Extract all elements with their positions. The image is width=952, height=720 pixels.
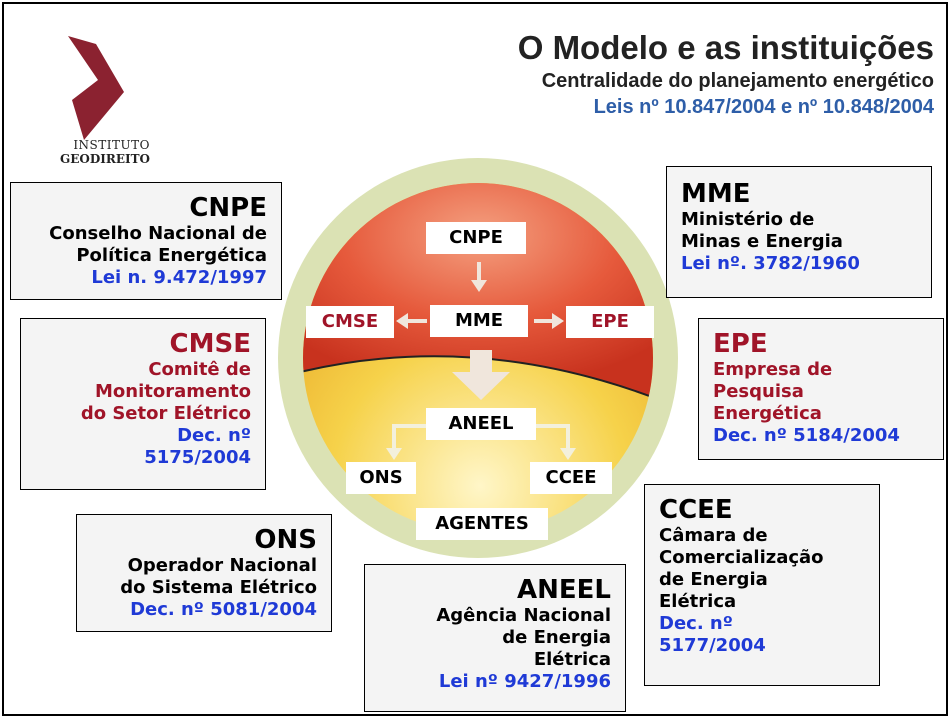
box-mme-line2: Minas e Energia <box>681 231 843 252</box>
box-epe-law: Dec. nº 5184/2004 <box>713 425 900 446</box>
node-cmse: CMSE <box>306 306 394 338</box>
box-ccee-acronym: CCEE <box>659 495 733 525</box>
box-cmse-line1: Comitê de <box>148 359 251 380</box>
node-aneel: ANEEL <box>426 408 536 440</box>
box-cmse-line2: Monitoramento <box>94 381 251 402</box>
box-epe-line2: Pesquisa <box>713 381 804 402</box>
box-aneel: ANEEL Agência Nacional de Energia Elétri… <box>364 564 626 712</box>
box-ons-acronym: ONS <box>254 525 317 555</box>
box-aneel-acronym: ANEEL <box>517 575 611 605</box>
box-mme: MME Ministério de Minas e Energia Lei nº… <box>666 166 932 298</box>
box-ccee-law2: 5177/2004 <box>659 635 766 656</box>
box-mme-line1: Ministério de <box>681 209 815 230</box>
box-epe-line3: Energética <box>713 403 822 424</box>
node-cnpe: CNPE <box>426 222 526 254</box>
box-ons: ONS Operador Nacional do Sistema Elétric… <box>76 514 332 632</box>
box-ccee-law1: Dec. nº <box>659 613 733 634</box>
box-cnpe-law: Lei n. 9.472/1997 <box>91 267 267 288</box>
box-ons-line1: Operador Nacional <box>127 555 317 576</box>
box-cmse-law1: Dec. nº <box>177 425 251 446</box>
box-ccee-line3: de Energia <box>659 569 768 590</box>
title-block: O Modelo e as instituições Centralidade … <box>518 28 934 120</box>
node-mme: MME <box>430 305 528 337</box>
box-epe-acronym: EPE <box>713 329 768 359</box>
box-ccee: CCEE Câmara de Comercialização de Energi… <box>644 484 880 686</box>
logo-text: INSTITUTO GEODIREITO <box>60 138 150 166</box>
box-mme-acronym: MME <box>681 179 751 209</box>
box-cmse-law2: 5175/2004 <box>144 447 251 468</box>
box-aneel-law: Lei nº 9427/1996 <box>438 671 611 692</box>
box-cnpe-line1: Conselho Nacional de <box>49 223 267 244</box>
box-aneel-line2: de Energia <box>502 627 611 648</box>
box-ccee-line2: Comercialização <box>659 547 824 568</box>
box-cmse-line3: do Setor Elétrico <box>80 403 251 424</box>
box-cnpe-acronym: CNPE <box>189 193 267 223</box>
box-cnpe: CNPE Conselho Nacional de Política Energ… <box>10 182 282 300</box>
aneel-branch-heads <box>386 448 576 460</box>
box-cmse: CMSE Comitê de Monitoramento do Setor El… <box>20 318 266 490</box>
arrows <box>396 262 564 400</box>
box-epe: EPE Empresa de Pesquisa Energética Dec. … <box>698 318 944 460</box>
page-subtitle: Centralidade do planejamento energético <box>541 70 934 92</box>
box-mme-law: Lei nº. 3782/1960 <box>681 253 860 274</box>
node-epe: EPE <box>566 306 654 338</box>
logo-line2: GEODIREITO <box>60 152 150 166</box>
box-ons-law: Dec. nº 5081/2004 <box>130 599 317 620</box>
box-ccee-line4: Elétrica <box>659 591 737 612</box>
box-epe-line1: Empresa de <box>713 359 833 380</box>
box-cnpe-line2: Política Energética <box>76 245 267 266</box>
node-ons: ONS <box>346 462 416 494</box>
node-ccee: CCEE <box>530 462 612 494</box>
laws-line: Leis nº 10.847/2004 e nº 10.848/2004 <box>593 96 934 118</box>
box-ons-line2: do Sistema Elétrico <box>120 577 317 598</box>
aneel-branch-arrows <box>392 424 570 450</box>
box-cmse-acronym: CMSE <box>169 329 251 359</box>
box-ccee-line1: Câmara de <box>659 525 768 546</box>
box-aneel-line3: Elétrica <box>533 649 611 670</box>
page-title: O Modelo e as instituições <box>517 29 934 66</box>
node-agentes: AGENTES <box>416 508 548 540</box>
logo-mark-icon <box>68 36 124 140</box>
logo-line1: INSTITUTO <box>73 138 150 152</box>
box-aneel-line1: Agência Nacional <box>436 605 611 626</box>
